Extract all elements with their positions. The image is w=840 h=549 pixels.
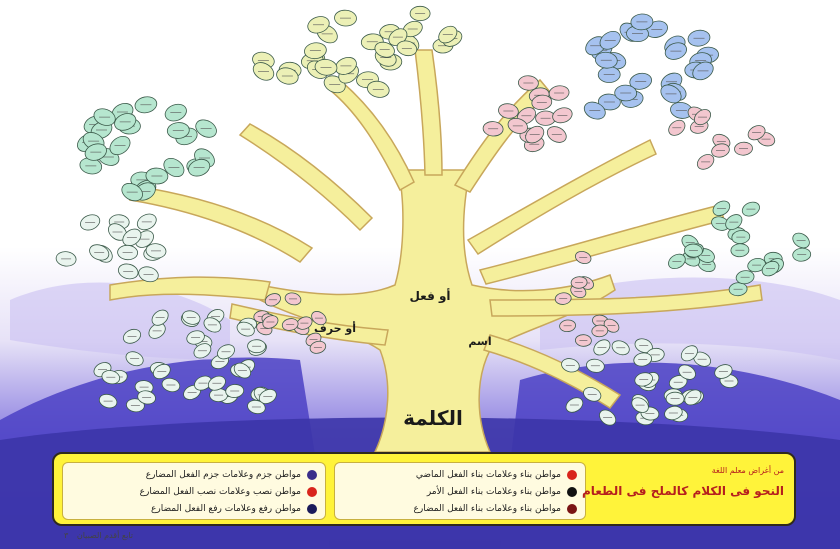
legend-item-text: مواطن بناء وعلامات بناء الفعل المضارع — [414, 504, 561, 514]
legend-item: مواطن رفع وعلامات رفع الفعل المضارع — [151, 500, 317, 517]
legend-title: من أغراض معلم اللغة النحو فى الكلام كالم… — [594, 460, 788, 520]
legend-dot — [307, 504, 317, 514]
legend-item-text: مواطن نصب وعلامات نصب الفعل المضارع — [140, 487, 301, 497]
page-footer: تابع أقدم الصبيان ٣ — [64, 531, 133, 540]
legend-item-text: مواطن رفع وعلامات رفع الفعل المضارع — [151, 504, 301, 514]
legend-item: مواطن بناء وعلامات بناء الفعل المضارع — [414, 500, 577, 517]
legend-item: مواطن جزم وعلامات جزم الفعل المضارع — [146, 466, 317, 483]
legend-middle-panel: مواطن بناء وعلامات بناء الفعل الماضي موا… — [334, 462, 586, 520]
legend-item: مواطن بناء وعلامات بناء الفعل الماضي — [416, 466, 577, 483]
legend-item-text: مواطن بناء وعلامات بناء الفعل الأمر — [427, 487, 561, 497]
legend-item-text: مواطن بناء وعلامات بناء الفعل الماضي — [416, 470, 561, 480]
root-label: الكلمة — [403, 406, 463, 430]
legend-left-panel: مواطن جزم وعلامات جزم الفعل المضارع مواط… — [62, 462, 326, 520]
legend-box: مواطن جزم وعلامات جزم الفعل المضارع مواط… — [52, 452, 796, 526]
legend-item-text: مواطن جزم وعلامات جزم الفعل المضارع — [146, 470, 301, 480]
legend-dot — [307, 470, 317, 480]
legend-dot — [567, 470, 577, 480]
legend-item: مواطن بناء وعلامات بناء الفعل الأمر — [427, 483, 577, 500]
page-number: ٣ — [64, 531, 68, 540]
footer-text: تابع أقدم الصبيان — [77, 531, 133, 540]
legend-item: مواطن نصب وعلامات نصب الفعل المضارع — [140, 483, 317, 500]
branch-label-harf: أو حرف — [314, 321, 356, 335]
branch-label-ism: اسم — [468, 335, 491, 348]
legend-dot — [567, 487, 577, 497]
branch-label-fiil: أو فعل — [409, 288, 450, 304]
legend-dot — [567, 504, 577, 514]
legend-dot — [307, 487, 317, 497]
legend-headline: النحو فى الكلام كالملح فى الطعام — [582, 484, 784, 498]
legend-subtitle: من أغراض معلم اللغة — [712, 466, 784, 475]
